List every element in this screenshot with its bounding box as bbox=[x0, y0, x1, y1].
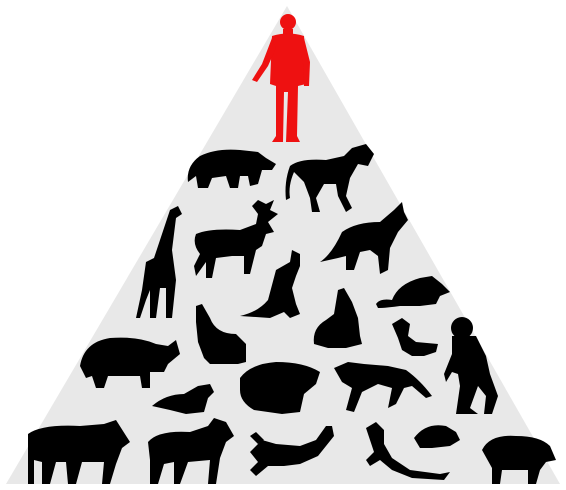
pyramid-canvas bbox=[0, 0, 566, 490]
pyramid-diagram bbox=[0, 0, 566, 490]
